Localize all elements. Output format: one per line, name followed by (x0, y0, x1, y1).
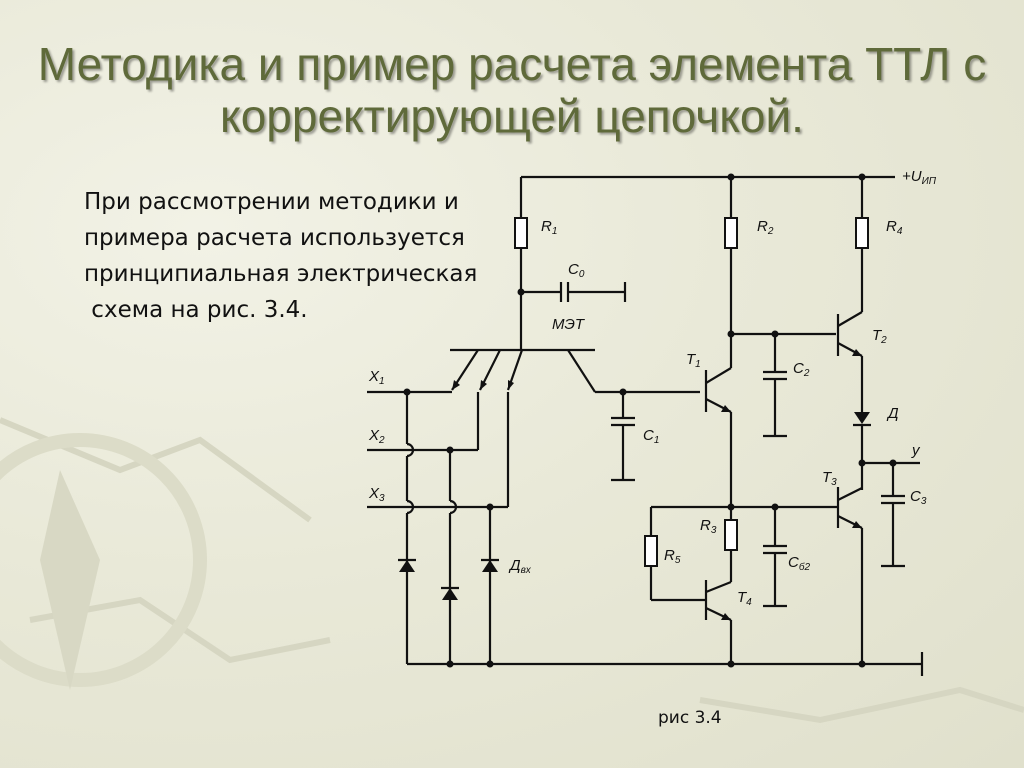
svg-text:X3: X3 (368, 485, 385, 504)
svg-text:R3: R3 (700, 517, 717, 536)
svg-text:T2: T2 (872, 327, 887, 346)
d-label: Д (886, 405, 899, 422)
svg-text:T4: T4 (737, 589, 752, 608)
input-diodes: Двх (398, 557, 532, 600)
body-line-4: схема на рис. 3.4. (84, 297, 308, 323)
capacitor-c0: C0 (521, 261, 627, 302)
figure-caption: рис 3.4 (658, 708, 722, 728)
supply-label-sub: ИП (922, 176, 937, 187)
met-label: МЭТ (552, 316, 586, 333)
t4-label: T (737, 589, 748, 606)
supply-rail: +UИП (521, 168, 937, 187)
resistor-r3: R3 (700, 507, 738, 582)
capacitor-cb2: Cб2 (763, 507, 810, 608)
resistor-r2: R2 (724, 177, 774, 368)
cb2-label: C (788, 554, 799, 571)
transistor-t4: T4 (704, 580, 752, 664)
body-line-1: При рассмотрении методики и (84, 189, 459, 215)
x3-label: X (368, 485, 380, 502)
transistor-t3: T3 (651, 412, 864, 664)
svg-text:C2: C2 (793, 360, 810, 379)
supply-label: +U (902, 168, 922, 185)
svg-text:R4: R4 (886, 218, 903, 237)
c1-label: C (643, 427, 654, 444)
svg-text:C1: C1 (643, 427, 659, 446)
capacitor-c1: C1 (611, 388, 659, 482)
svg-text:R1: R1 (541, 218, 557, 237)
transistor-t1: T1 (686, 351, 732, 413)
transistor-t2: T2 (836, 311, 887, 357)
svg-text:T3: T3 (822, 469, 837, 488)
r4-label: R (886, 218, 897, 235)
svg-text:R5: R5 (664, 547, 681, 566)
inputs: X1 X2 X3 (367, 368, 510, 664)
svg-text:+UИП: +UИП (902, 168, 937, 187)
r3-label: R (700, 517, 711, 534)
capacitor-c2: C2 (763, 334, 810, 438)
r1-label: R (541, 218, 552, 235)
slide-title: Методика и пример расчета элемента ТТЛ с… (37, 38, 987, 142)
body-line-3: принципиальная электрическая (84, 261, 478, 287)
resistor-r4: R4 (855, 177, 903, 312)
resistor-r5: R5 (644, 507, 706, 602)
svg-text:X2: X2 (368, 427, 385, 446)
y-label: y (911, 442, 921, 459)
multi-emitter-transistor: МЭТ (450, 316, 700, 394)
t1-label: T (686, 351, 697, 368)
svg-text:C3: C3 (910, 488, 927, 507)
r5-label: R (664, 547, 675, 564)
x1-label: X (368, 368, 380, 385)
c2-label: C (793, 360, 804, 377)
svg-text:T1: T1 (686, 351, 701, 370)
diode-d: Д (853, 356, 899, 490)
svg-text:C0: C0 (568, 261, 585, 280)
background-decoration (0, 417, 1024, 724)
x2-label: X (368, 427, 380, 444)
svg-text:R2: R2 (757, 218, 774, 237)
c0-label: C (568, 261, 579, 278)
ground-rail (407, 652, 924, 676)
r2-label: R (757, 218, 768, 235)
svg-text:Двх: Двх (508, 557, 532, 576)
c3-label: C (910, 488, 921, 505)
t3-label: T (822, 469, 833, 486)
svg-text:Cб2: Cб2 (788, 554, 810, 573)
resistor-r1: R1 (514, 177, 557, 350)
dvh-label: Д (508, 557, 521, 574)
svg-text:X1: X1 (368, 368, 385, 387)
body-paragraph: При рассмотрении методики и примера расч… (84, 184, 504, 328)
body-line-2: примера расчета используется (84, 225, 465, 251)
t2-label: T (872, 327, 883, 344)
output-node: y C3 (858, 442, 927, 568)
